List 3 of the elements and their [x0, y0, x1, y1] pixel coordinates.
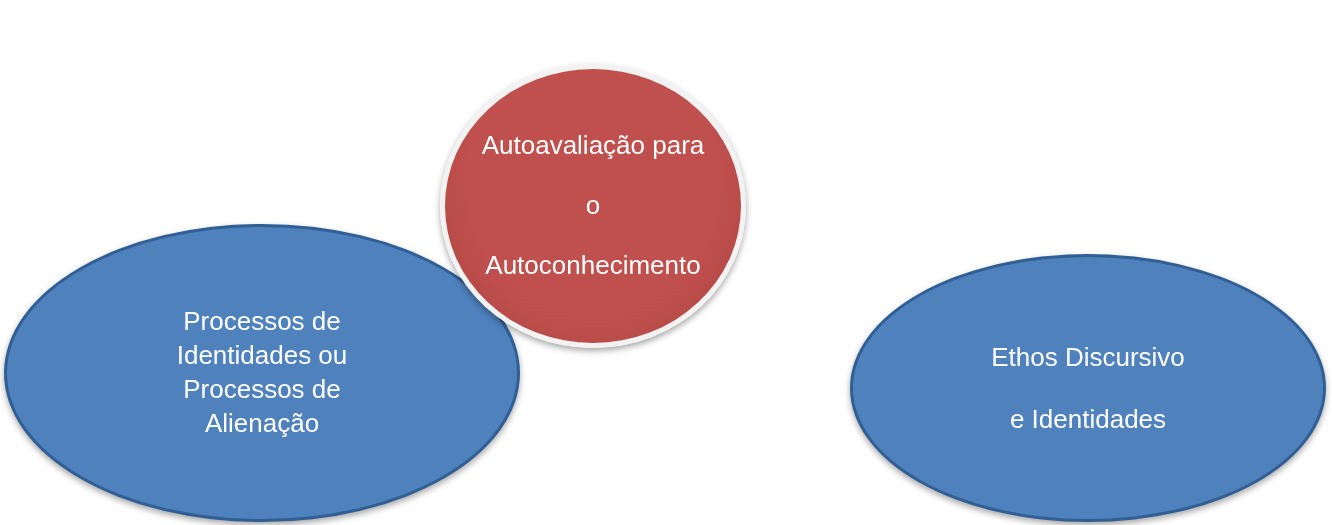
node-label: Processos de Identidades ou Processos de Alienação — [175, 305, 349, 440]
node-label: Autoavaliação para o Autoconhecimento — [480, 129, 706, 282]
node-label: Ethos Discursivo e Identidades — [990, 340, 1186, 436]
